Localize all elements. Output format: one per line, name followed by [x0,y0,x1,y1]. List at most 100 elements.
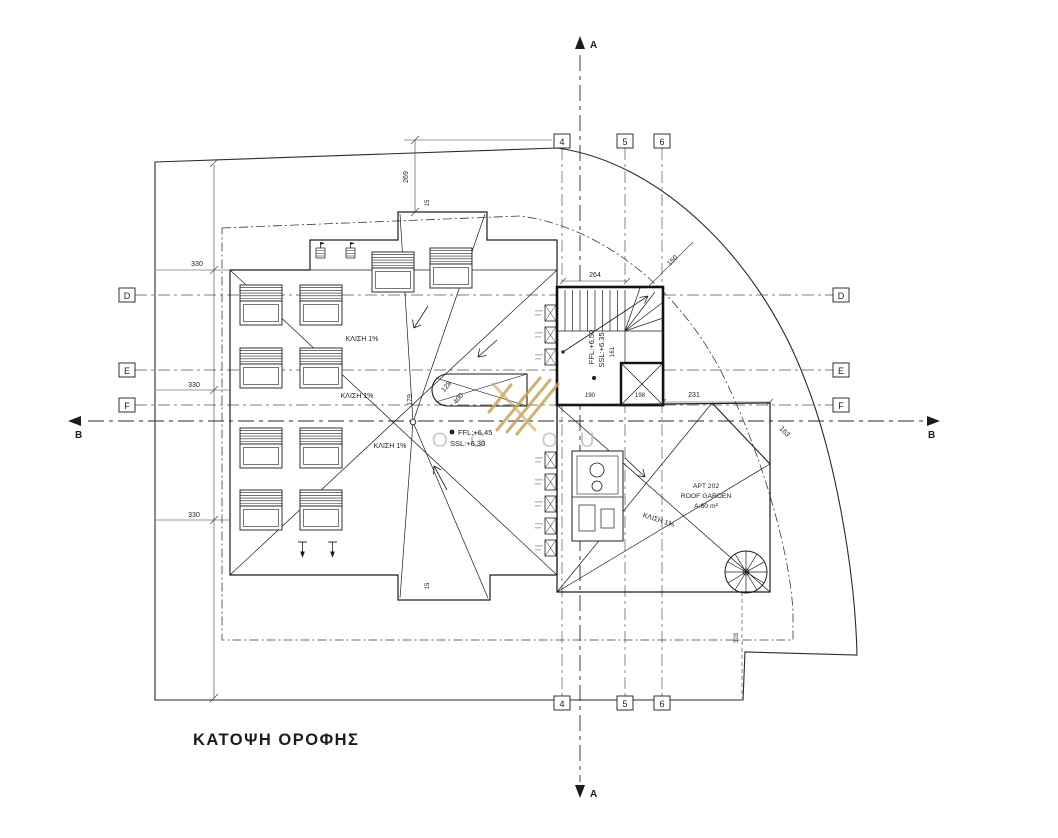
elevator-shaft [619,361,665,407]
dim-190: 190 [585,393,596,399]
grid-label-d-left: D [124,291,131,301]
slope-note-4: ΚΛΙΣΗ 1% [642,512,675,529]
section-arrow-b-left-icon [68,416,81,426]
slope-arrow-icon [477,339,498,358]
grid-marker-f-left: F [118,397,136,413]
grid-marker-d-left: D [118,287,136,303]
section-label-a-bottom: A [590,789,597,800]
dim-231: 231 [688,392,700,399]
roof-garden-corner-cut [711,402,771,465]
roof-vent-icon [345,241,356,259]
section-arrow-b-right-icon [927,416,940,426]
slope-arrow-icon [433,465,448,491]
grid-label-e-right: E [838,366,844,376]
dim-330-mid: 330 [188,382,200,389]
roof-vent-icon [315,241,326,259]
section-label-b-left: B [75,430,82,441]
slope-arrow-icon [624,457,646,478]
dim-15-bot: 15 [425,582,431,589]
property-boundary [154,147,858,701]
ac-unit-icon [534,517,557,535]
skylight-unit [239,284,283,326]
section-arrow-a-top-icon [575,36,585,49]
dim-150: 150 [666,254,679,267]
dim-163: 163 [778,425,791,438]
skylight-unit [371,251,415,293]
building [229,211,771,601]
grid-label-f-left: F [124,401,130,411]
slope-note-3: ΚΛΙΣΗ 1% [374,443,407,450]
watermark-text-left: O G [432,429,495,452]
slope-note-1: ΚΛΙΣΗ 1% [346,336,379,343]
roof-vent-icon [327,541,338,559]
dim-15-top: 15 [425,199,431,206]
apartment-type: ROOF GARDEN [681,493,732,500]
grid-label-5-bottom: 5 [622,699,627,709]
skylight-unit [239,489,283,531]
ac-unit-icon [534,495,557,513]
ac-unit-icon [534,326,557,344]
dim-128: 128 [440,380,453,394]
grid-marker-4-bottom: 4 [553,695,571,711]
roof-slope-lines [229,213,558,599]
dim-198: 198 [635,393,646,399]
ac-unit-icon [534,304,557,322]
watermark: O G O U [432,376,602,452]
grid-marker-5-bottom: 5 [616,695,634,711]
roof-drain [409,418,417,426]
dim-150-line [647,241,694,288]
garden-slope-lines [556,402,771,593]
dim-231-line [659,398,774,406]
grid-marker-6-top: 6 [653,133,671,149]
stair-direction-arrow-icon [561,295,649,354]
stair-treads [557,287,664,363]
dim-161: 161 [610,346,616,357]
spiral-staircase [724,550,768,594]
property-line [154,147,858,701]
grid-label-5-top: 5 [622,137,627,147]
left-dimension-chain [156,158,229,703]
watermark-text-right: O U [541,429,602,452]
dim-179: 179 [407,394,414,406]
annotations: 330 330 330 269 15 15 264 150 231 [156,135,791,703]
grid-label-4-bottom: 4 [559,699,564,709]
roof-level-note: FFL:+6.45 SSL:+6.30 [449,428,492,448]
grid-marker-e-right: E [832,362,850,378]
dim-330-top: 330 [191,261,203,268]
skylight-unit [299,427,343,469]
dim-264-line [559,277,631,285]
grid-marker-e-left: E [118,362,136,378]
level-roof-ffl: FFL:+6.45 [458,428,492,437]
dim-303: 303 [734,632,740,643]
grid-label-6-top: 6 [659,137,664,147]
top-dimension [404,135,552,217]
skylight-unit [429,247,473,289]
roof-vent-icon [297,541,308,559]
grid-marker-f-right: F [832,397,850,413]
ac-unit-icon [534,451,557,469]
level-stair-ffl: FFL:+6.50 [587,330,596,364]
dim-330-bot: 330 [188,512,200,519]
grid-label-6-bottom: 6 [659,699,664,709]
level-roof-ssl: SSL:+6.30 [450,439,485,448]
apartment-name: APT 202 [693,483,720,490]
kitchen-unit [571,450,624,542]
skylight-unit [299,347,343,389]
grid-label-4-top: 4 [559,137,564,147]
skylight-unit [239,427,283,469]
skylight-unit [239,347,283,389]
skylights [239,247,473,531]
grid-label-d-right: D [838,291,845,301]
roof-garden [556,402,771,593]
grid-system: 4 5 6 4 5 6 D E [118,133,850,711]
ac-unit-icon [534,473,557,491]
grid-label-f-right: F [838,401,844,411]
grid-marker-d-right: D [832,287,850,303]
dim-264: 264 [589,272,601,279]
ac-unit-icon [534,348,557,366]
skylight-unit [299,489,343,531]
grid-marker-4-top: 4 [553,133,571,149]
slope-arrow-icon [412,305,429,329]
